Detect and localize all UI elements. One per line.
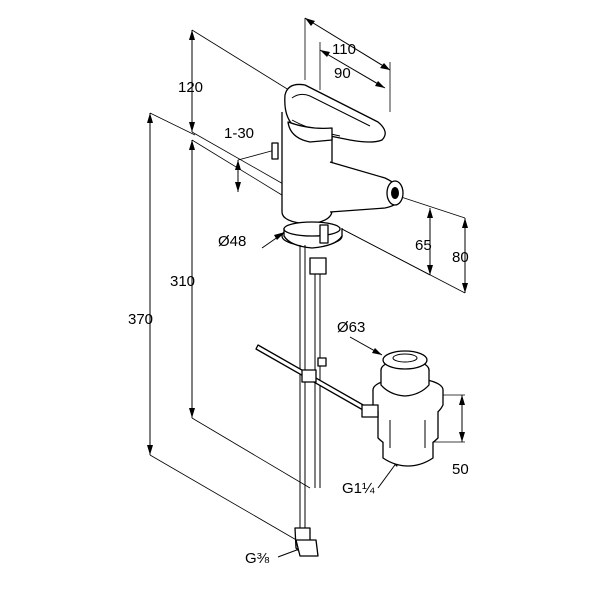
label-spout-80: 80: [452, 249, 469, 266]
dimension-120: [189, 29, 306, 186]
label-height-120: 120: [178, 79, 203, 96]
label-body-diameter: Ø48: [218, 233, 246, 250]
label-width-90: 90: [334, 65, 351, 82]
dimension-spout-height: [339, 194, 468, 294]
label-spout-65: 65: [415, 237, 432, 254]
label-width-110: 110: [332, 41, 356, 58]
label-waste-height-50: 50: [452, 461, 469, 478]
label-supply-thread: G⅜: [245, 550, 270, 567]
label-waste-thread: G1¼: [342, 480, 375, 497]
dimension-1-30: [235, 149, 276, 192]
faucet-body: [271, 83, 404, 249]
label-waste-diameter: Ø63: [337, 319, 365, 336]
dimension-370: [147, 112, 306, 546]
label-height-310: 310: [170, 273, 195, 290]
label-height-370: 370: [128, 311, 153, 328]
supply-hoses: [255, 245, 373, 557]
label-lift-rod-1-30: 1-30: [224, 125, 254, 142]
waste-fitting: [361, 350, 444, 467]
dimension-width: [304, 17, 391, 112]
